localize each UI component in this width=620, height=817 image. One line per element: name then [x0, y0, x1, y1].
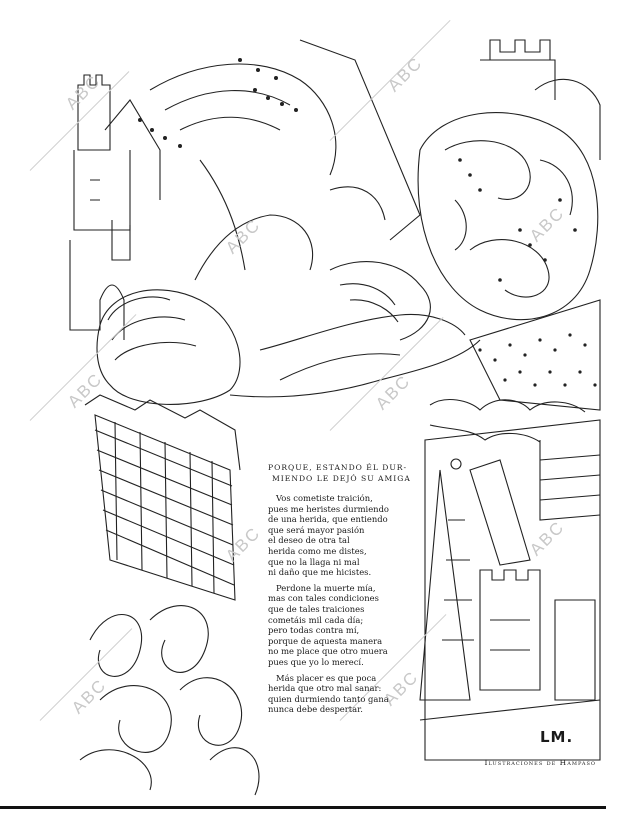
- top-right-battlement-drawing: [480, 39, 601, 160]
- poem-line: Más placer es que poca: [276, 672, 377, 683]
- poem-line: Vos cometiste traición,: [276, 493, 373, 503]
- poem-line: pues me heristes durmiendo: [268, 503, 389, 514]
- poem-line: Perdone la muerte mía,: [276, 582, 376, 593]
- poem-line: porque de aquesta manera: [268, 635, 383, 646]
- sleeping-figures-drawing: [96, 39, 481, 405]
- poem-line: herida como me distes,: [268, 545, 367, 556]
- poem: Porque, estando él dur- miendo le dejó s…: [268, 462, 418, 720]
- poem-line: quien durmiendo tanto gana: [268, 693, 389, 704]
- dotted-drape-drawing: [469, 299, 601, 411]
- poem-stanza: Más placer es que poca herida que otro m…: [268, 673, 418, 715]
- poem-line: mas con tales condiciones: [268, 593, 379, 604]
- lower-left-wall-drawing: [84, 394, 241, 601]
- illustration-credit: Ilustraciones de Hampaso: [484, 758, 596, 767]
- ornamental-shield-drawing: [417, 112, 599, 321]
- artist-signature: LM.: [540, 728, 574, 746]
- poem-stanza: Perdone la muerte mía, mas con tales con…: [268, 583, 418, 668]
- poem-line: nunca debe despertar.: [268, 704, 363, 715]
- poem-stanza: Vos cometiste traición, pues me heristes…: [268, 493, 418, 578]
- poem-line: cometáis mil cada día;: [268, 614, 364, 625]
- poem-line: ni daño que me hicistes.: [268, 567, 372, 578]
- poem-line: herida que otro mal sanar:: [268, 683, 382, 694]
- leaf-ornament-drawing: [79, 605, 260, 796]
- poem-title-line: Porque, estando él dur-: [268, 463, 408, 472]
- poem-line: que será mayor pasión: [268, 524, 365, 535]
- poem-line: que no la llaga ni mal: [268, 556, 360, 567]
- dot-pattern-drawing: [138, 58, 597, 387]
- poem-line: pero todas contra mí,: [268, 625, 360, 636]
- poem-line: no me place que otro muera: [268, 646, 388, 657]
- poem-line: de una herida, que entiendo: [268, 514, 388, 525]
- poem-title-line: miendo le dejó su amiga: [272, 474, 411, 483]
- right-castle-drawing: [419, 399, 601, 761]
- poem-line: que de tales traiciones: [268, 603, 365, 614]
- poem-title: Porque, estando él dur- miendo le dejó s…: [268, 462, 418, 484]
- poem-line: el deseo de otra tal: [268, 535, 350, 546]
- bottom-rule: [0, 806, 606, 809]
- poem-line: pues que yo lo merecí.: [268, 656, 364, 667]
